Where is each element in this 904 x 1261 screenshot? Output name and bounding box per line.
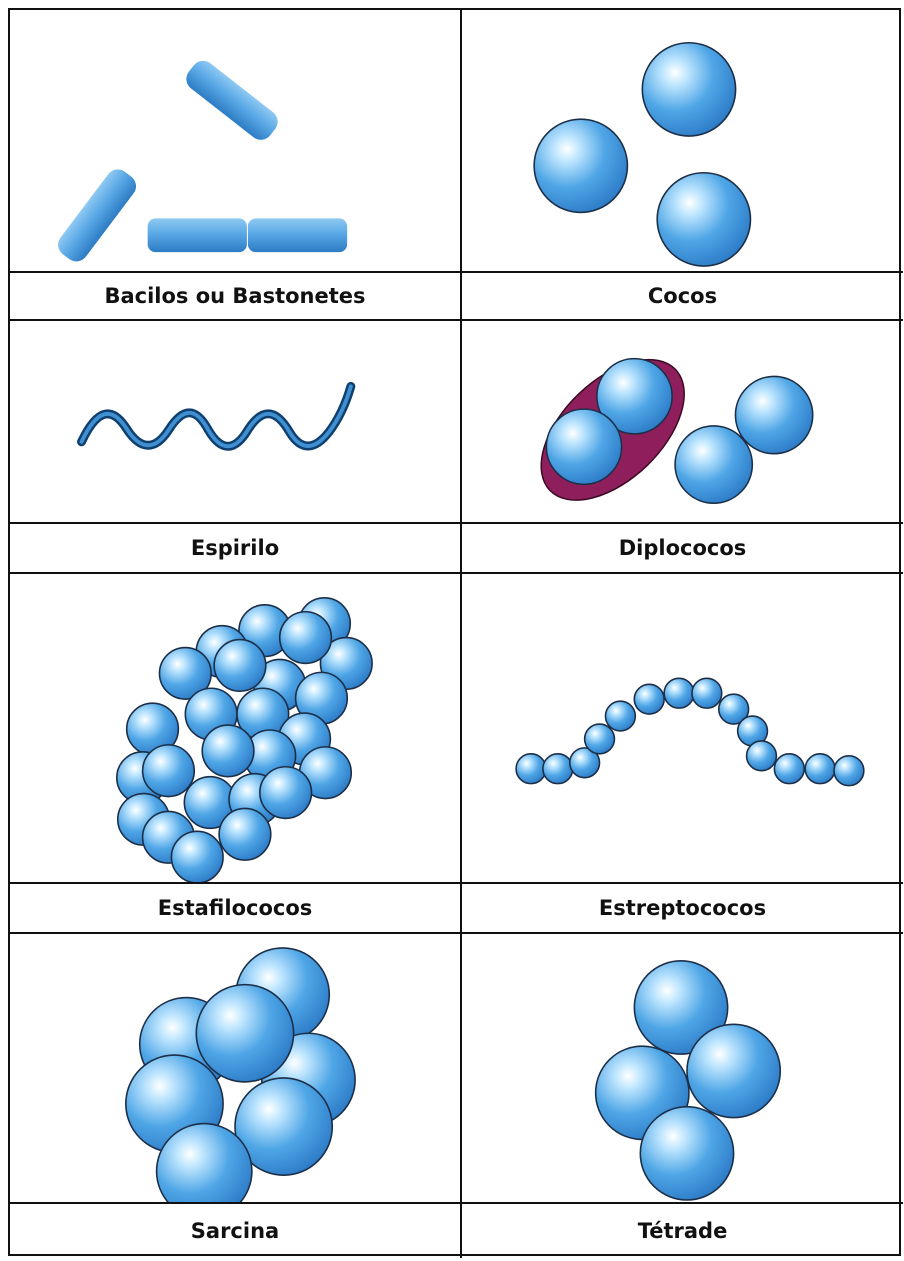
label-tetrade: Tétrade xyxy=(462,1204,903,1258)
bacteria-morphology-table: Bacilos ou Bastonetes Cocos Espirilo Dip… xyxy=(8,8,901,1256)
bacilos-illustration xyxy=(10,10,462,273)
label-sarcina: Sarcina xyxy=(10,1204,462,1258)
sarcina-illustration xyxy=(10,934,462,1204)
label-estreptococos: Estreptococos xyxy=(462,884,903,934)
estafilococos-illustration xyxy=(10,574,462,884)
label-estafilococos: Estafilococos xyxy=(10,884,462,934)
label-espirilo: Espirilo xyxy=(10,524,462,574)
cocos-illustration xyxy=(462,10,903,273)
tetrade-illustration xyxy=(462,934,903,1204)
label-diplococos: Diplococos xyxy=(462,524,903,574)
label-bacilos: Bacilos ou Bastonetes xyxy=(10,273,462,321)
label-cocos: Cocos xyxy=(462,273,903,321)
espirilo-illustration xyxy=(10,321,462,524)
estreptococos-illustration xyxy=(462,574,903,884)
diplococos-illustration xyxy=(462,321,903,524)
